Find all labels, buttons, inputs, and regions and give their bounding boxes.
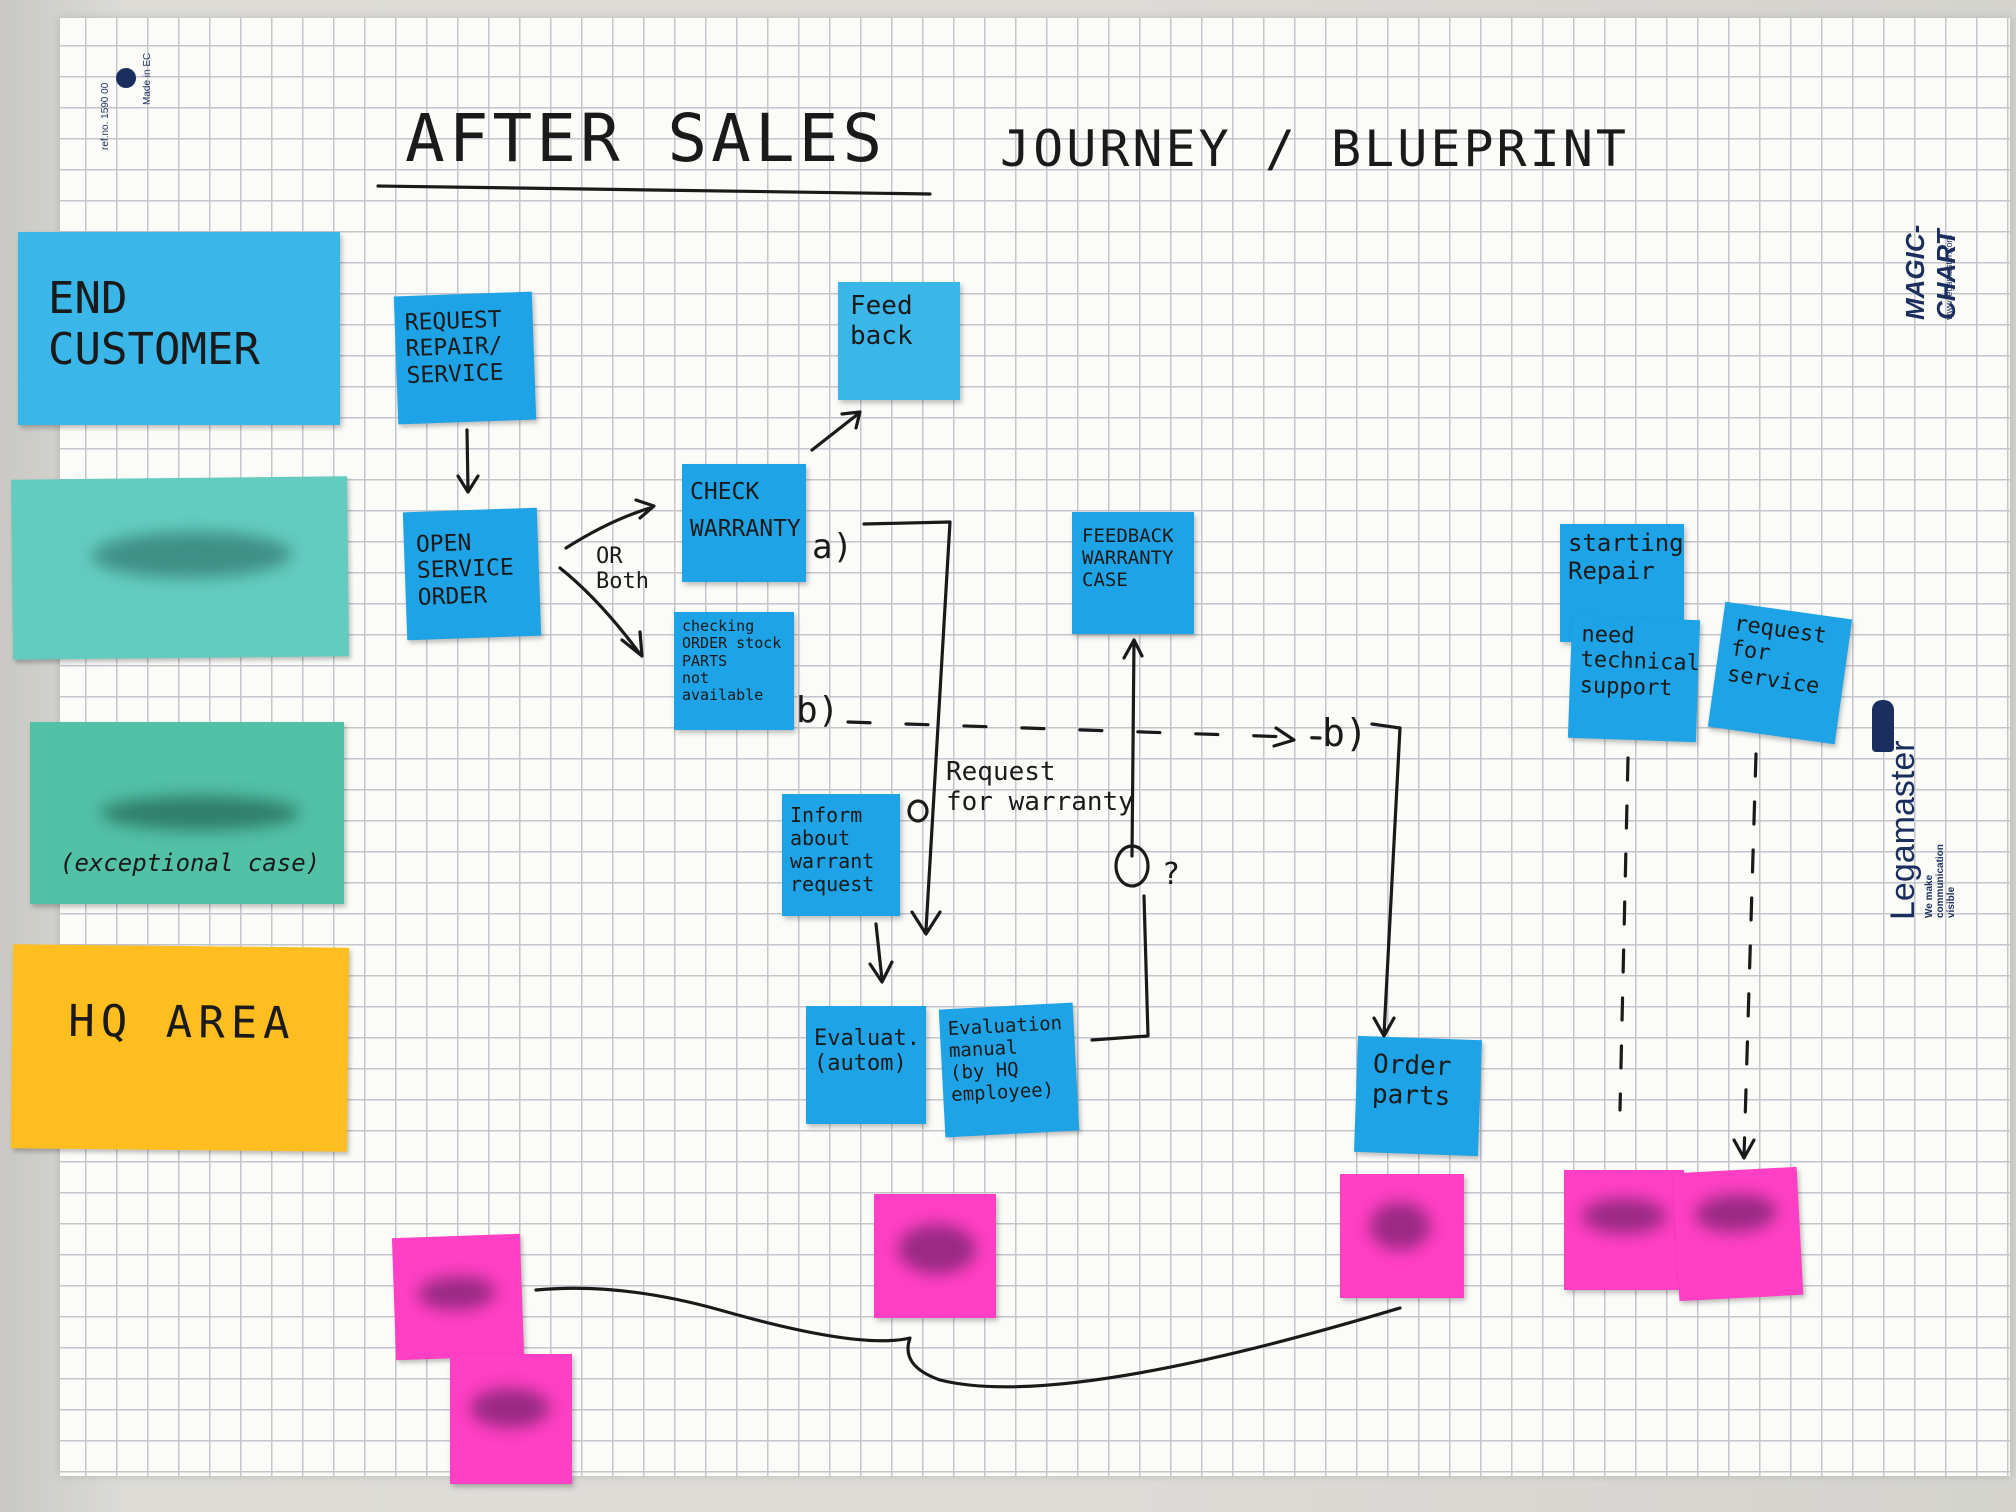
lane-end-customer: END CUSTOMER xyxy=(18,232,340,425)
annotation-b-left: b) xyxy=(796,690,840,731)
recycle-icon xyxy=(116,68,136,88)
annotation-a: a) xyxy=(812,527,853,567)
annotation-or-both: OR Both xyxy=(596,544,649,595)
pink-note-3 xyxy=(874,1194,996,1318)
annotation-request-for-warranty: Request for warranty xyxy=(946,757,1134,817)
note-check-warranty: CHECK WARRANTY xyxy=(682,464,806,582)
note-evaluation-autom: Evaluat. (autom) xyxy=(806,1006,926,1124)
board-title-right: JOURNEY / BLUEPRINT xyxy=(1000,120,1629,178)
pink-note-2 xyxy=(450,1354,572,1484)
annotation-b-right: b) xyxy=(1322,711,1368,755)
note-checking-stock: checking ORDER stock PARTS not available xyxy=(674,612,794,730)
hand-logo-icon xyxy=(1872,700,1894,752)
board-title-left: AFTER SALES xyxy=(405,100,887,177)
pink-note-4 xyxy=(1340,1174,1464,1298)
pink-note-5 xyxy=(1564,1170,1684,1290)
annotation-question: ? xyxy=(1162,857,1181,892)
note-inform-warranty-request: Inform about warrant request xyxy=(782,794,900,916)
note-feedback-warranty-case: FEEDBACK WARRANTY CASE xyxy=(1072,512,1194,634)
note-feedback: Feed back xyxy=(838,282,960,400)
lane-3-exceptional: (exceptional case) xyxy=(30,722,344,904)
